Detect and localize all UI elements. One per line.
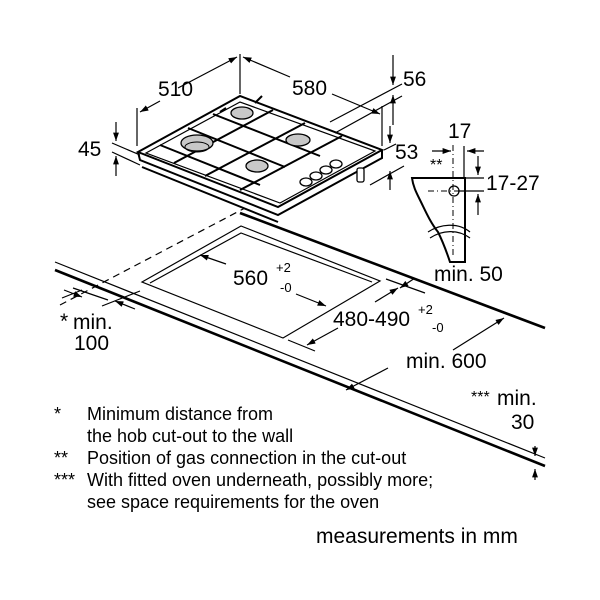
dim45-ext-1 xyxy=(111,142,141,156)
dim580-arrow-top xyxy=(242,56,291,78)
cutout xyxy=(61,225,538,480)
label-side-height: 53 xyxy=(395,141,418,164)
worktop-rear-edge xyxy=(239,211,546,330)
knob-2 xyxy=(309,171,323,181)
min50-arrow xyxy=(399,277,416,289)
dim45-ext-2 xyxy=(111,151,141,166)
units-note: measurements in mm xyxy=(316,525,518,548)
label-gas-marker: ** xyxy=(430,157,442,174)
legend-item-3: *** With fitted oven underneath, possibl… xyxy=(54,469,433,513)
hob-dimensions xyxy=(111,54,405,190)
worktop-front-top-edge xyxy=(54,261,546,459)
worktop-front-bottom-edge xyxy=(54,268,546,468)
gas-connector-pipe xyxy=(356,167,365,183)
label-min-worktop-depth: min. 600 xyxy=(406,350,487,373)
label-gas-offset-v: 17-27 xyxy=(486,172,540,195)
burner-front xyxy=(245,159,269,173)
dim53-ext-1 xyxy=(383,143,397,151)
hob-side-rim xyxy=(137,150,383,217)
min600-arrow-rear xyxy=(452,317,505,351)
burner-large-cap xyxy=(184,141,210,153)
label-cutout-depth: 480-490 xyxy=(333,308,410,331)
label-min-wall-label: min. xyxy=(73,311,113,334)
hob-base-edge xyxy=(141,166,279,223)
control-knobs xyxy=(299,159,343,187)
label-gas-offset-h: 17 xyxy=(448,120,471,143)
gas-hob xyxy=(135,94,385,223)
knob-4 xyxy=(329,159,343,169)
label-hob-width: 580 xyxy=(292,77,327,100)
break-line-2 xyxy=(429,231,471,239)
dim510-arrow-top xyxy=(177,56,238,89)
cutout-inner-edge xyxy=(149,232,373,284)
label-min-thickness-marker: *** xyxy=(471,389,490,406)
break-line-1 xyxy=(427,224,471,233)
pan-supports xyxy=(159,95,343,191)
cutout-depth-arrow-rear xyxy=(374,287,399,303)
label-min-thickness-label: min. xyxy=(497,387,537,410)
legend-text: Position of gas connection in the cut-ou… xyxy=(87,448,407,468)
legend-marker: ** xyxy=(54,448,69,468)
burner-rear-right xyxy=(285,133,311,147)
burner-large xyxy=(180,134,214,152)
legend-item-1: * Minimum distance from the hob cut-out … xyxy=(54,403,433,447)
cutout-depth-arrow-front xyxy=(306,327,339,346)
label-hob-depth: 510 xyxy=(158,78,193,101)
burner-rear-left xyxy=(230,106,254,120)
legend: * Minimum distance from the hob cut-out … xyxy=(54,403,433,513)
dim510-arrow-bottom xyxy=(139,100,161,113)
knob-1 xyxy=(299,177,313,187)
legend-text: see space requirements for the oven xyxy=(87,492,380,512)
min100-tick-1 xyxy=(61,289,83,299)
label-cutout-depth-tol-minus: -0 xyxy=(432,320,444,335)
legend-marker: * xyxy=(54,404,62,424)
legend-text: Minimum distance from xyxy=(87,404,274,424)
hob-outline-projection-dashed xyxy=(59,207,246,306)
legend-marker: *** xyxy=(54,470,76,490)
label-min-wall-marker: * xyxy=(60,310,68,333)
knob-3 xyxy=(319,165,333,175)
gas-connection-detail xyxy=(410,145,484,263)
label-hob-height: 45 xyxy=(78,138,101,161)
cutout-width-arrow-right xyxy=(295,293,327,307)
label-min-wall-value: 100 xyxy=(74,332,109,355)
min100-ext-2 xyxy=(101,290,141,307)
cutout-section-profile xyxy=(410,177,466,263)
min100-arrow-left xyxy=(63,289,83,298)
hob-inner-tray xyxy=(144,101,377,204)
label-cutout-width-tol-minus: -0 xyxy=(280,280,292,295)
legend-item-2: ** Position of gas connection in the cut… xyxy=(54,447,433,469)
worktop xyxy=(54,207,546,468)
dim53-ext-2 xyxy=(369,165,405,186)
min100-arrow-right xyxy=(114,300,136,310)
burners xyxy=(180,106,311,173)
min600-arrow-front xyxy=(345,367,389,391)
min100-ext-1 xyxy=(72,287,109,301)
cutout-width-arrow-left xyxy=(199,254,227,265)
legend-text: the hob cut-out to the wall xyxy=(87,426,294,446)
label-cutout-width-tol-plus: +2 xyxy=(276,260,291,275)
label-cutout-width: 560 xyxy=(233,267,268,290)
dim56-ext-1 xyxy=(329,83,403,123)
label-min-rear: min. 50 xyxy=(434,263,503,286)
dimension-labels: 510 580 45 56 53 17 17-27 ** 560 +2 -0 4… xyxy=(60,68,540,434)
label-min-thickness-value: 30 xyxy=(511,411,534,434)
label-top-offset: 56 xyxy=(403,68,426,91)
dim580-arrow-bottom xyxy=(331,93,381,115)
legend-text: With fitted oven underneath, possibly mo… xyxy=(87,470,434,490)
depth-extension-line-front xyxy=(287,339,316,352)
cutout-outline xyxy=(140,225,382,339)
label-cutout-depth-tol-plus: +2 xyxy=(418,302,433,317)
